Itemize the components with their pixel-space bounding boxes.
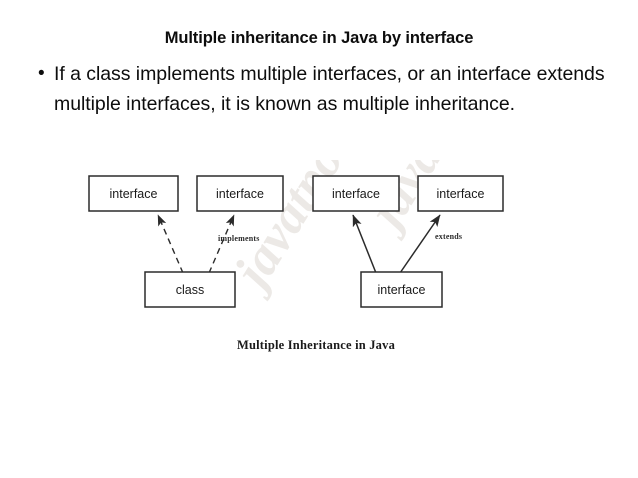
figure-caption: Multiple Inheritance in Java [236, 338, 396, 352]
left-bottom-class-box: class [144, 271, 236, 308]
right-group: extends interface interface interface [312, 175, 504, 308]
box-label: interface [332, 187, 380, 201]
right-top-interface-box-1: interface [312, 175, 400, 212]
box-label: interface [216, 187, 264, 201]
extends-arrow-left [352, 214, 377, 274]
inheritance-diagram-svg: javatpoint javatpoint implements interfa… [88, 160, 520, 308]
right-top-interface-box-2: interface [417, 175, 504, 212]
box-label: interface [110, 187, 158, 201]
bullet-marker: • [38, 63, 45, 84]
bullet-list-item: • If a class implements multiple interfa… [38, 59, 614, 119]
box-label: interface [437, 187, 485, 201]
bullet-body-text: If a class implements multiple interface… [54, 63, 605, 115]
left-top-interface-box-2: interface [196, 175, 284, 212]
extends-arrow-right [399, 214, 441, 274]
implements-label: implements [218, 234, 260, 243]
box-label: class [176, 283, 204, 297]
box-label: interface [378, 283, 426, 297]
diagram-figure: javatpoint javatpoint implements interfa… [66, 160, 566, 360]
right-bottom-interface-box: interface [360, 271, 443, 308]
implements-arrow-right [208, 214, 235, 274]
extends-label: extends [435, 232, 462, 241]
implements-arrow-left [157, 214, 184, 274]
left-top-interface-box-1: interface [88, 175, 179, 212]
left-group: implements interface interface class [88, 175, 284, 308]
page-title: Multiple inheritance in Java by interfac… [164, 29, 474, 47]
